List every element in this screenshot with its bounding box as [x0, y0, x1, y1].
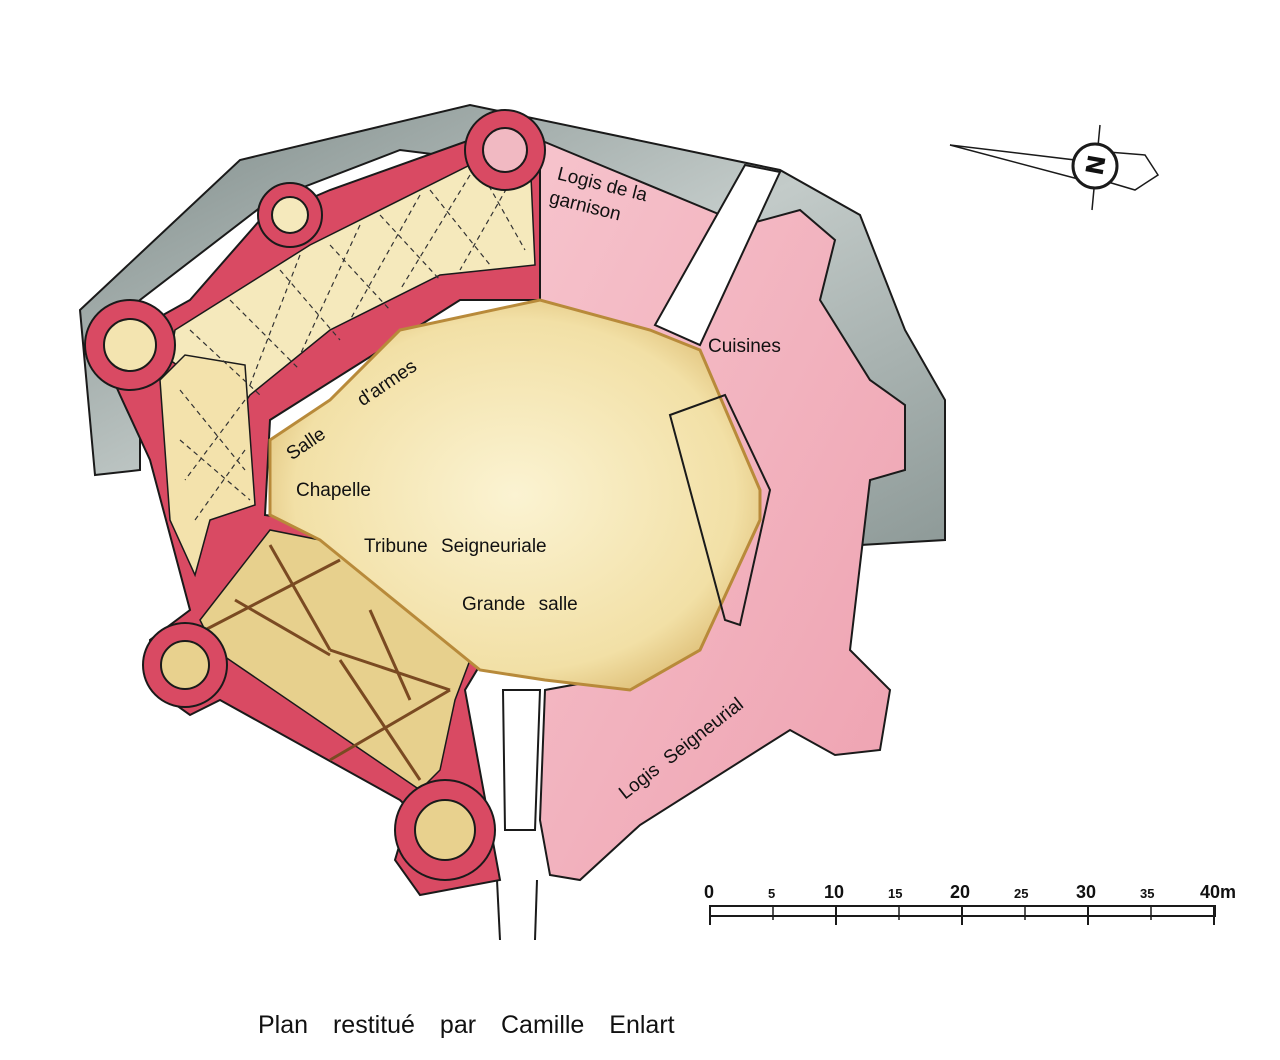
scale-tick-5: 5 [768, 886, 775, 901]
scale-tick-30: 30 [1076, 882, 1096, 902]
scale-tick-40m: 40m [1200, 882, 1236, 902]
scale-tick-15: 15 [888, 886, 902, 901]
scale-tick-10: 10 [824, 882, 844, 902]
plan-caption: Plan restitué par Camille Enlart [258, 1011, 675, 1039]
label-cuisines: Cuisines [708, 336, 781, 357]
south-gate-passage [501, 689, 542, 831]
towers [84, 109, 546, 881]
scale-tick-25: 25 [1014, 886, 1028, 901]
label-grande-salle: Grande salle [462, 594, 578, 615]
hall-roof-trusses [204, 544, 451, 781]
label-chapelle: Chapelle [296, 480, 371, 501]
western-gallery [159, 354, 256, 578]
east-gate-passage [653, 163, 782, 347]
kitchen-partition [668, 393, 772, 627]
scale-tick-20: 20 [950, 882, 970, 902]
scale-tick-35: 35 [1140, 886, 1154, 901]
label-tribune: Tribune Seigneuriale [364, 536, 547, 557]
north-arrow-label: N [1081, 153, 1112, 178]
scale-bar: 0 5 10 15 20 25 30 35 40m [704, 882, 1236, 925]
north-arrow-icon: N [949, 124, 1160, 211]
gateways [496, 163, 782, 941]
south-west-hall [199, 529, 471, 791]
scale-tick-0: 0 [704, 882, 714, 902]
courtyard [268, 298, 762, 692]
